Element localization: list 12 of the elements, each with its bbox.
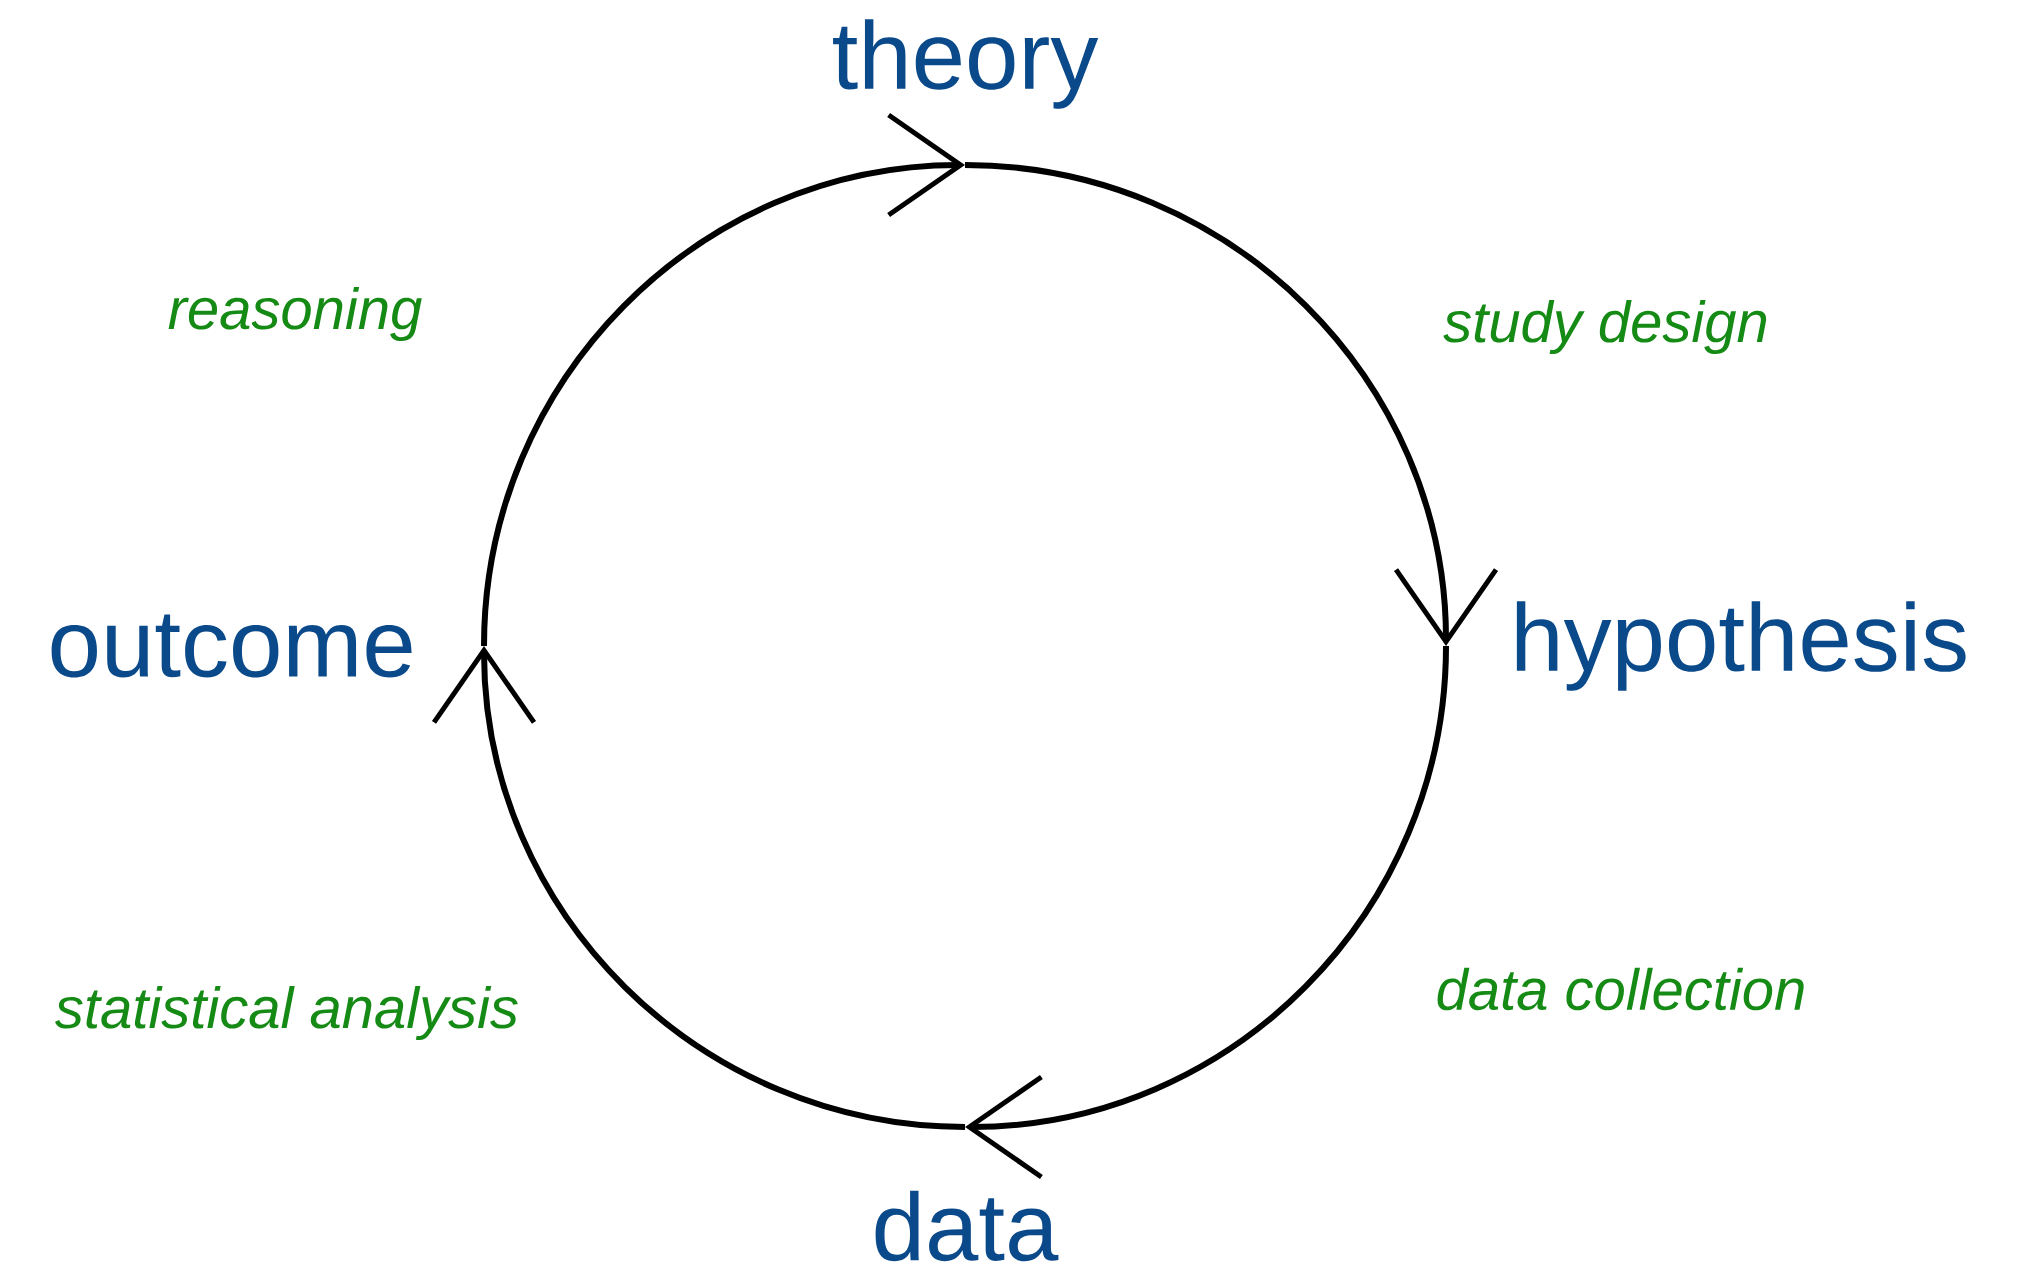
node-label: hypothesis [1516, 601, 1966, 691]
edge-label: study design [1443, 299, 1767, 355]
node-label: theory [833, 19, 1099, 109]
node-label: outcome [51, 614, 412, 678]
arrow [481, 112, 965, 647]
edge-label: statistical analysis [55, 986, 518, 1041]
node-label: data [875, 1190, 1059, 1262]
arrow [431, 646, 966, 1130]
arrow [965, 645, 1449, 1180]
edge-label: reasoning [168, 286, 422, 342]
edge-label: data collection [1437, 967, 1804, 1011]
arrow [964, 162, 1499, 646]
